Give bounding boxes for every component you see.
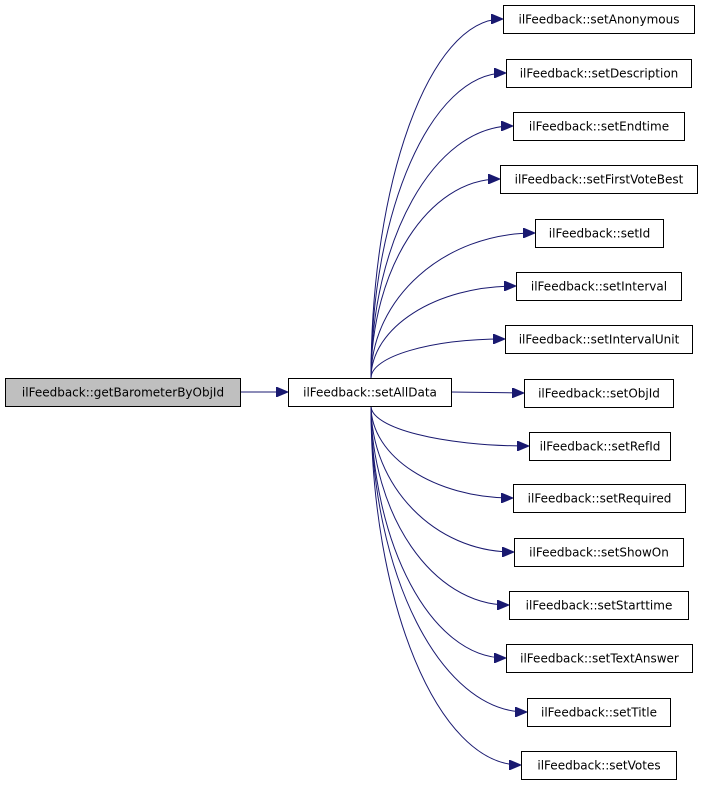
target-node-12[interactable]: ilFeedback::setStarttime [509,591,689,620]
target-node-5-label: ilFeedback::setId [549,227,650,241]
target-node-6-box [516,272,682,301]
source-node-box [5,378,241,407]
target-node-9-box [529,432,671,461]
edge-hub-to-target-9 [370,405,528,446]
target-node-7-label: ilFeedback::setIntervalUnit [519,333,680,347]
edge-hub-to-target-15 [370,405,520,765]
target-node-7-box [505,325,693,354]
hub-node-box [288,378,452,407]
hub-node-label: ilFeedback::setAllData [303,386,437,400]
edge-hub-to-target-12 [370,405,508,605]
target-node-10[interactable]: ilFeedback::setRequired [513,484,686,513]
target-node-14-box [527,698,671,727]
edge-hub-to-target-6 [370,286,515,379]
target-node-11-label: ilFeedback::setShowOn [529,546,669,560]
target-node-1-label: ilFeedback::setAnonymous [519,13,680,27]
target-node-3[interactable]: ilFeedback::setEndtime [513,112,685,141]
edge-hub-to-target-7 [370,339,504,379]
edge-hub-to-target-14 [370,405,526,712]
target-node-14-label: ilFeedback::setTitle [541,706,657,720]
edge-hub-to-target-10 [370,405,512,498]
target-node-9-label: ilFeedback::setRefId [540,440,661,454]
target-node-13-label: ilFeedback::setTextAnswer [520,652,679,666]
target-node-2-label: ilFeedback::setDescription [520,67,679,81]
target-node-9[interactable]: ilFeedback::setRefId [529,432,671,461]
target-node-13-box [506,644,693,673]
edge-hub-to-target-1 [370,19,502,379]
edges [240,19,534,765]
target-node-10-box [513,484,686,513]
target-node-6-label: ilFeedback::setInterval [531,280,667,294]
target-node-3-label: ilFeedback::setEndtime [529,120,669,134]
target-node-2-box [506,59,692,88]
edge-hub-to-target-2 [370,73,505,379]
hub-node[interactable]: ilFeedback::setAllData [288,378,452,407]
edge-hub-to-target-4 [370,179,499,379]
target-node-8[interactable]: ilFeedback::setObjId [524,379,674,408]
target-node-2[interactable]: ilFeedback::setDescription [506,59,692,88]
source-node-label: ilFeedback::getBarometerByObjId [22,386,224,400]
target-node-7[interactable]: ilFeedback::setIntervalUnit [505,325,693,354]
target-node-8-box [524,379,674,408]
target-node-11[interactable]: ilFeedback::setShowOn [514,538,684,567]
edge-hub-to-target-5 [370,233,534,379]
edge-hub-to-target-3 [370,126,512,379]
target-node-1[interactable]: ilFeedback::setAnonymous [503,5,695,34]
target-node-8-label: ilFeedback::setObjId [538,387,660,401]
target-node-6[interactable]: ilFeedback::setInterval [516,272,682,301]
target-node-11-box [514,538,684,567]
target-node-5[interactable]: ilFeedback::setId [535,219,664,248]
target-node-4-box [500,165,698,194]
target-node-10-label: ilFeedback::setRequired [528,492,672,506]
target-node-12-box [509,591,689,620]
target-node-15-box [521,751,677,780]
target-node-14[interactable]: ilFeedback::setTitle [527,698,671,727]
target-node-15[interactable]: ilFeedback::setVotes [521,751,677,780]
target-node-13[interactable]: ilFeedback::setTextAnswer [506,644,693,673]
target-node-4-label: ilFeedback::setFirstVoteBest [515,173,684,187]
source-node[interactable]: ilFeedback::getBarometerByObjId [5,378,241,407]
target-node-15-label: ilFeedback::setVotes [537,759,660,773]
edge-hub-to-target-11 [370,405,513,552]
target-node-3-box [513,112,685,141]
target-node-12-label: ilFeedback::setStarttime [526,599,673,613]
edge-hub-to-target-8 [450,392,523,393]
target-node-4[interactable]: ilFeedback::setFirstVoteBest [500,165,698,194]
target-node-5-box [535,219,664,248]
edge-hub-to-target-13 [370,405,505,658]
target-node-1-box [503,5,695,34]
